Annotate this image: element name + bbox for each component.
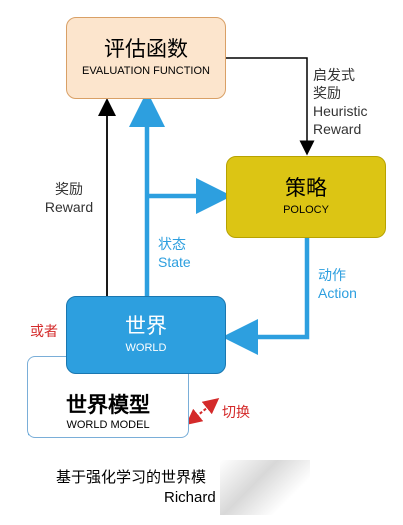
action-label-cn: 动作	[318, 267, 346, 283]
reward-label: 奖励 Reward	[42, 180, 96, 216]
world-box: 世界 WORLD	[66, 296, 226, 374]
world-title-cn: 世界	[125, 315, 167, 338]
arrow-switch	[185, 397, 220, 426]
caption-line-1: 基于强化学习的世界模	[56, 469, 207, 486]
caption-line-2: Richard	[164, 489, 216, 506]
eval-title-en: EVALUATION FUNCTION	[82, 65, 210, 77]
policy-title-cn: 策略	[285, 177, 327, 200]
arrow-heuristic-reward	[226, 57, 315, 156]
state-label-en: State	[158, 254, 191, 270]
world-title-en: WORLD	[125, 342, 167, 354]
heuristic-reward-label: 启发式 奖励 Heuristic Reward	[313, 66, 367, 138]
heuristic-label-en2: Reward	[313, 121, 362, 137]
switch-label: 切换	[222, 404, 250, 420]
arrow-action	[222, 238, 310, 355]
heuristic-label-cn1: 启发式	[313, 67, 355, 83]
state-label: 状态 State	[158, 235, 191, 271]
world-model-box: 世界模型 WORLD MODEL	[27, 356, 189, 438]
policy-title-en: POLOCY	[283, 204, 329, 216]
evaluation-function-box: 评估函数 EVALUATION FUNCTION	[66, 17, 226, 99]
reward-label-cn: 奖励	[55, 181, 83, 197]
world-model-title-cn: 世界模型	[66, 394, 150, 417]
eval-title-cn: 评估函数	[104, 38, 188, 61]
action-label-en: Action	[318, 285, 357, 301]
action-label: 动作 Action	[318, 266, 357, 302]
heuristic-label-en1: Heuristic	[313, 103, 368, 119]
reward-label-en: Reward	[44, 199, 94, 215]
policy-box: 策略 POLOCY	[226, 156, 386, 238]
caption-fade-overlay	[220, 460, 310, 515]
world-model-title-en: WORLD MODEL	[66, 419, 150, 431]
heuristic-label-cn2: 奖励	[313, 85, 341, 101]
or-label: 或者	[30, 323, 58, 339]
state-label-cn: 状态	[158, 236, 186, 252]
